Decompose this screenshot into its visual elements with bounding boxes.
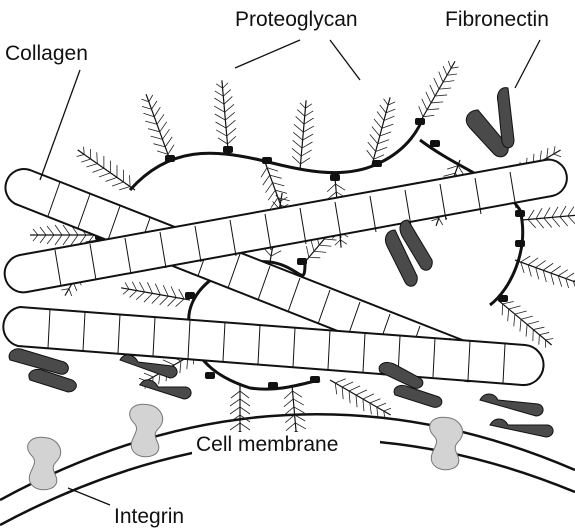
- collagen-fiber: [3, 158, 568, 294]
- cell-membrane: [0, 412, 575, 527]
- proteoglycan-label: Proteoglycan: [235, 8, 358, 31]
- leader-lines: [39, 39, 541, 506]
- integrin-label: Integrin: [114, 505, 184, 528]
- collagen-fiber: [2, 305, 545, 387]
- collagen-label: Collagen: [5, 42, 88, 65]
- fibronectin-label: Fibronectin: [445, 8, 549, 31]
- fibronectin-rods: [8, 87, 554, 438]
- cell-membrane-label: Cell membrane: [196, 433, 338, 456]
- collagen-fibers: [2, 158, 568, 387]
- cell-membrane-label-bg: [192, 432, 380, 458]
